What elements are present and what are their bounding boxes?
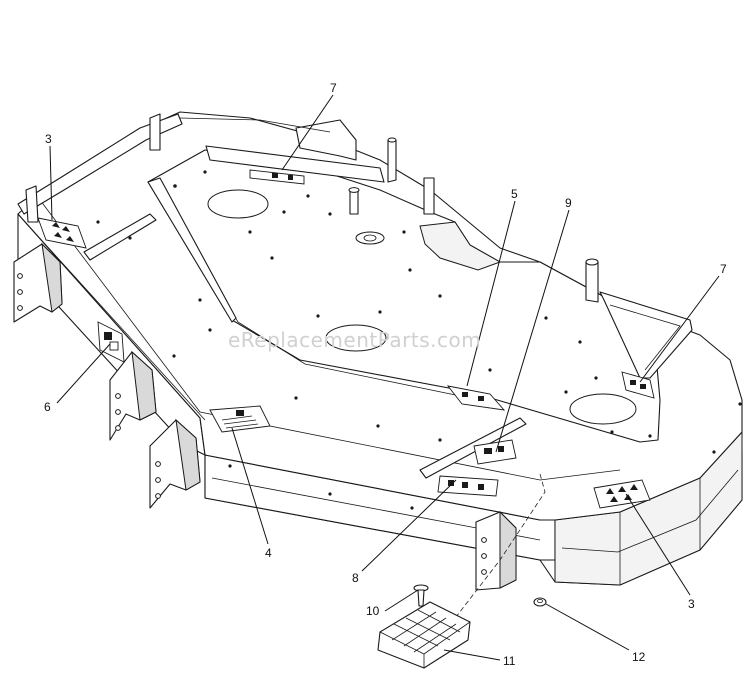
center-plate: [147, 137, 693, 443]
rear-rail: [17, 113, 435, 223]
idler-post-left: [387, 139, 397, 183]
pulley-boss: [355, 231, 385, 245]
callout-3-left: 3: [45, 132, 52, 146]
idler-post-right: [585, 261, 599, 303]
belt-pin: [349, 189, 359, 215]
leader-lines: [49, 94, 720, 661]
callout-6: 6: [44, 400, 51, 414]
callout-7-top: 7: [330, 81, 337, 95]
rivets: [96, 170, 742, 510]
callout-9: 9: [565, 196, 572, 210]
nut-12: [533, 597, 547, 607]
callout-labels: 7 3 5 9 7 6 4 8 3 10 11 12: [44, 81, 727, 668]
step-pad-11: [377, 601, 471, 669]
decal-3-left: [37, 217, 87, 249]
callout-5: 5: [511, 187, 518, 201]
deck-skirt: [17, 213, 743, 586]
callout-11: 11: [503, 654, 516, 668]
decals: [37, 169, 655, 509]
push-pin-10: [413, 584, 429, 607]
callout-8: 8: [352, 571, 359, 585]
loose-parts: [377, 473, 547, 669]
callout-7-right: 7: [720, 262, 727, 276]
callout-4: 4: [265, 546, 272, 560]
deck-ribs: [83, 213, 527, 479]
callout-12: 12: [632, 650, 646, 664]
decal-4: [209, 405, 271, 433]
callout-3-right: 3: [688, 597, 695, 611]
spindle-hole-right: [569, 393, 637, 425]
decal-7-right: [621, 371, 655, 399]
side-brackets: [13, 242, 517, 591]
watermark-text: eReplacementParts.com: [228, 328, 481, 352]
spindle-hole-left: [207, 189, 269, 219]
spindle-hole-center: [325, 324, 387, 352]
callout-10: 10: [366, 604, 380, 618]
